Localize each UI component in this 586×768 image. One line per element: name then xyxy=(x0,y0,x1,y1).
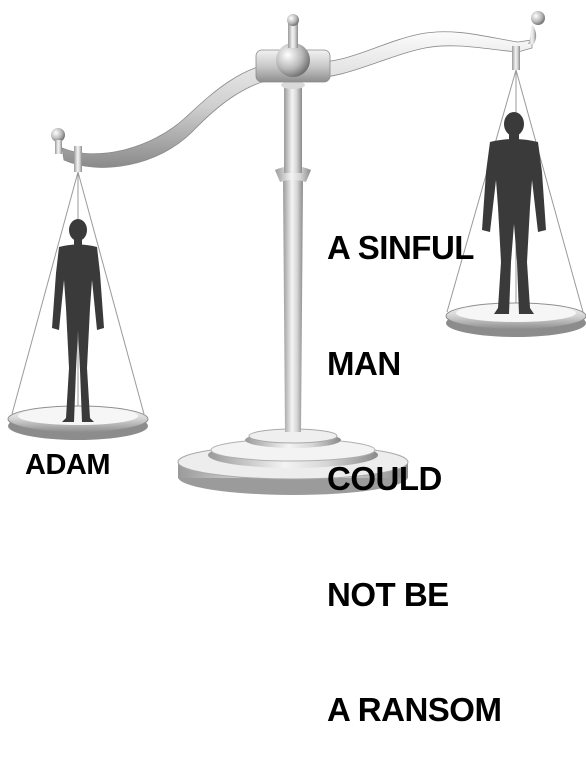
scale-pillar xyxy=(275,81,311,432)
adam-label: ADAM xyxy=(25,448,110,482)
caption-line-5: A RANSOM xyxy=(327,691,501,730)
caption-line-3: COULD xyxy=(327,460,501,499)
caption-line-2: MAN xyxy=(327,345,501,384)
main-caption: A SINFUL MAN COULD NOT BE A RANSOM xyxy=(327,152,501,768)
caption-line-4: NOT BE xyxy=(327,576,501,615)
caption-line-1: A SINFUL xyxy=(327,229,501,268)
